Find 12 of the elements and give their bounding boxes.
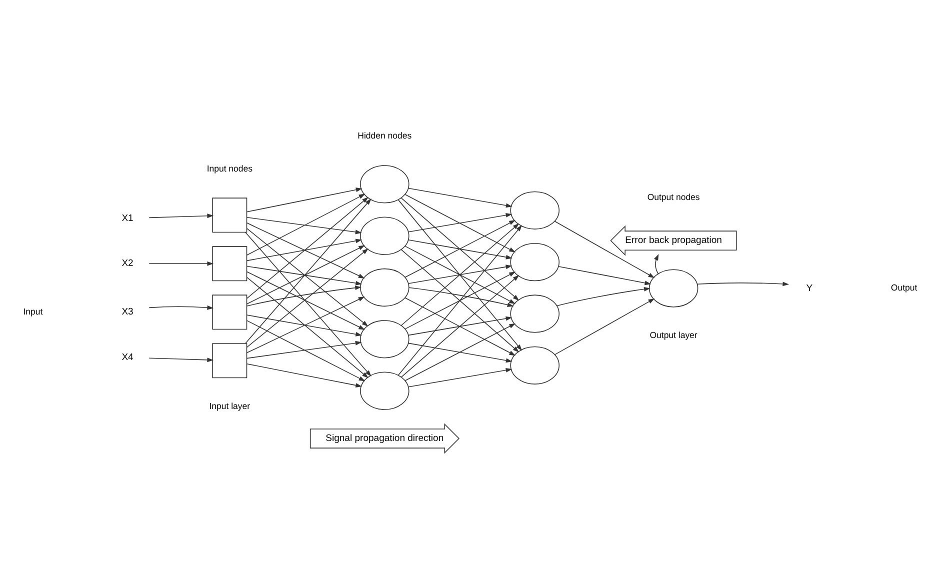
- label: Output nodes: [647, 192, 700, 202]
- label: Input nodes: [206, 163, 252, 174]
- label: Output layer: [650, 330, 698, 340]
- node-text: X4: [122, 352, 134, 363]
- label: Input layer: [209, 400, 250, 411]
- label: Output: [890, 282, 918, 293]
- node-text: Y: [806, 282, 813, 294]
- label: Input: [23, 306, 43, 316]
- node-text: X3: [122, 306, 134, 318]
- node-text: X2: [122, 258, 134, 270]
- label: Hidden nodes: [358, 130, 412, 141]
- node-text: X1: [122, 212, 134, 224]
